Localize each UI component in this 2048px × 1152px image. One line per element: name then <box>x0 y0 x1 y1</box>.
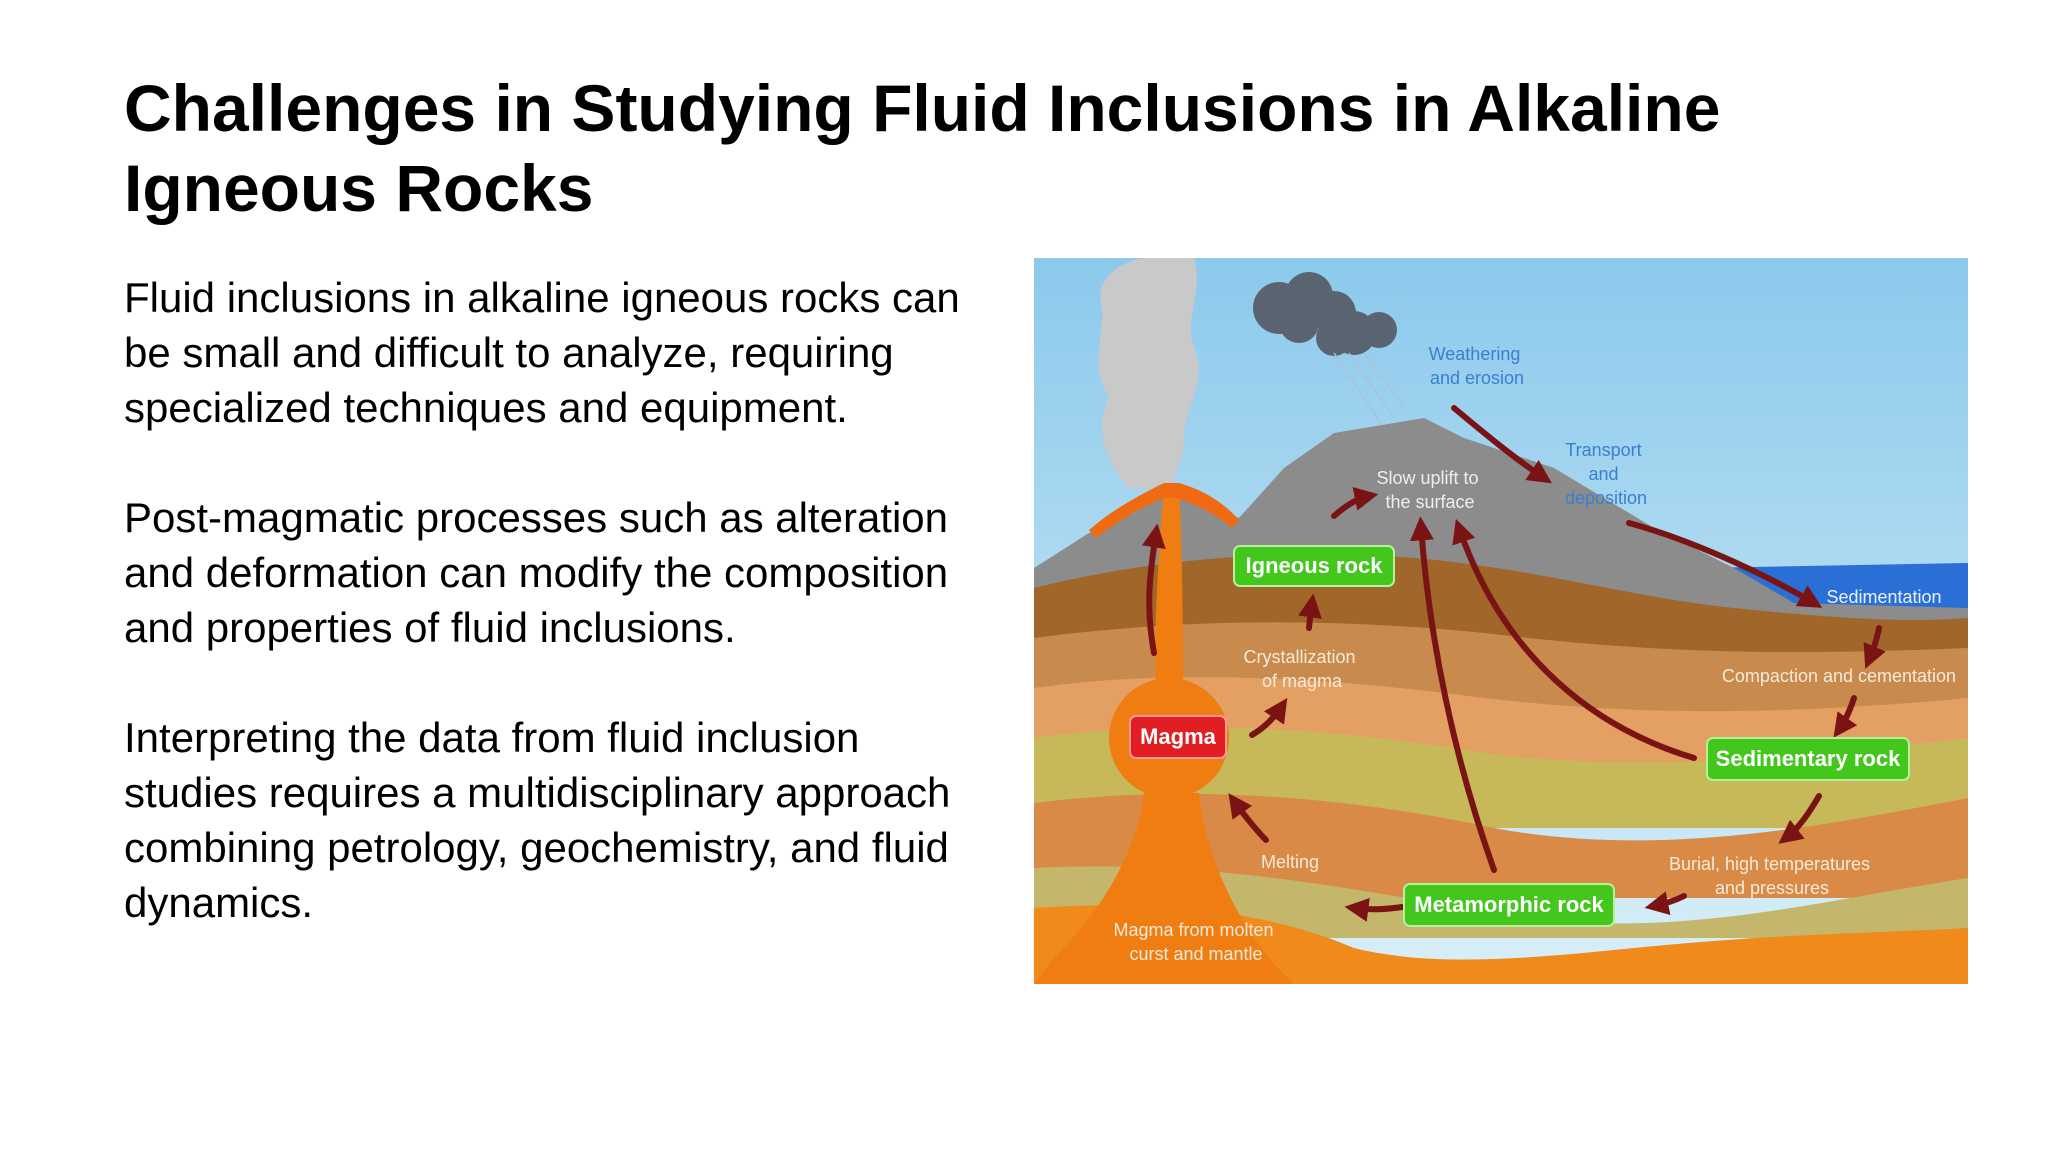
arrow-to-metamorphic <box>1644 891 1687 915</box>
svg-text:Igneous rock: Igneous rock <box>1246 553 1384 578</box>
arrow-melt-to-magma <box>1228 793 1269 843</box>
paragraph-small-inclusions: Fluid inclusions in alkaline igneous roc… <box>124 274 960 431</box>
arrow-sed-to-uplift <box>1452 518 1697 761</box>
box-metamorphic-rock: Metamorphic rock <box>1403 883 1615 927</box>
label-magma-source: Magma from molten curst and mantle <box>1113 920 1278 964</box>
paragraph-post-magmatic: Post-magmatic processes such as alterati… <box>124 494 949 651</box>
arrow-magma-up <box>1141 523 1166 656</box>
box-magma: Magma <box>1129 715 1227 759</box>
rain <box>1333 352 1405 429</box>
storm-cloud <box>1253 272 1397 356</box>
label-crystallization: Crystallization of magma <box>1243 647 1360 691</box>
lava-top <box>1089 483 1239 538</box>
label-melting: Melting <box>1261 852 1319 872</box>
svg-text:Magma: Magma <box>1140 724 1217 749</box>
svg-text:Metamorphic rock: Metamorphic rock <box>1414 892 1604 917</box>
layer-yellow-low <box>1034 866 1968 938</box>
arrow-burial <box>1778 793 1822 844</box>
body-text: Fluid inclusions in alkaline igneous roc… <box>124 270 1004 985</box>
label-burial: Burial, high temperatures and pressures <box>1669 854 1875 898</box>
arrow-igneous-up <box>1298 593 1322 631</box>
label-sedimentation: Sedimentation <box>1826 587 1941 607</box>
label-uplift: Slow uplift to the surface <box>1376 468 1483 512</box>
svg-text:Sedimentary rock: Sedimentary rock <box>1716 746 1901 771</box>
magma-feeder <box>1034 793 1294 984</box>
arrow-crystallize <box>1249 698 1288 738</box>
slide-title: Challenges in Studying Fluid Inclusions … <box>124 71 1721 225</box>
arrow-sedimentation <box>1863 625 1886 669</box>
box-igneous-rock: Igneous rock <box>1233 545 1395 587</box>
arrow-compaction <box>1833 695 1858 738</box>
rock-cycle-diagram: Weathering and erosion Transport and dep… <box>1034 258 1968 984</box>
arrow-transport <box>1626 520 1823 608</box>
ash-plume-shape <box>1098 258 1199 490</box>
arrow-erosion <box>1451 405 1552 484</box>
box-sedimentary-rock: Sedimentary rock <box>1706 737 1910 781</box>
layer-orange-mid <box>1034 793 1968 898</box>
label-weathering: Weathering and erosion <box>1429 344 1526 388</box>
label-compaction: Compaction and cementation <box>1722 666 1956 686</box>
paragraph-interpretation: Interpreting the data from fluid inclusi… <box>124 714 951 926</box>
arrow-uplift-volcano <box>1331 487 1379 519</box>
arrow-meta-uplift <box>1410 516 1497 873</box>
label-transport: Transport and deposition <box>1565 440 1647 508</box>
arrow-melting <box>1344 898 1412 922</box>
